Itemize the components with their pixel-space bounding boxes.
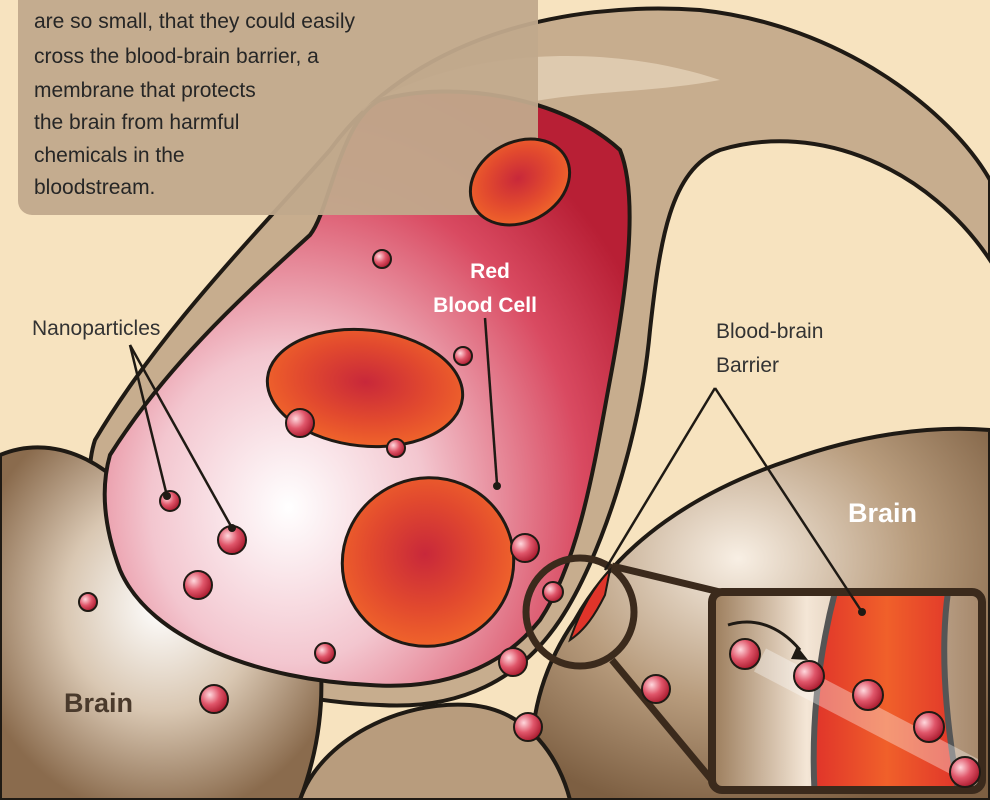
nanoparticle (454, 347, 472, 365)
caption-line-2: cross the blood-brain barrier, a (34, 45, 319, 68)
nanoparticle (373, 250, 391, 268)
nanoparticle (315, 643, 335, 663)
nanoparticle (514, 713, 542, 741)
caption-line-1: are so small, that they could easily (34, 10, 355, 33)
nanoparticle (79, 593, 97, 611)
caption-line-5: chemicals in the (34, 144, 185, 167)
leader-dot (493, 482, 501, 490)
nanoparticle (642, 675, 670, 703)
blood-brain-barrier-label-line-2: Barrier (716, 354, 779, 377)
nanoparticle (730, 639, 760, 669)
leader-dot (858, 608, 866, 616)
nanoparticle (184, 571, 212, 599)
nanoparticle (200, 685, 228, 713)
nanoparticle (543, 582, 563, 602)
caption-line-4: the brain from harmful (34, 111, 239, 134)
nanoparticle (914, 712, 944, 742)
leader-dot (163, 492, 171, 500)
caption-line-6: bloodstream. (34, 176, 155, 199)
nanoparticle (511, 534, 539, 562)
inset-zoom-box (712, 592, 990, 800)
nanoparticle (387, 439, 405, 457)
brain-label-right: Brain (848, 498, 917, 528)
nanoparticle (286, 409, 314, 437)
nanoparticle (853, 680, 883, 710)
red-blood-cell-label-line-2: Blood Cell (433, 294, 537, 317)
red-blood-cell-label-line-1: Red (470, 260, 510, 283)
nanoparticle (499, 648, 527, 676)
nanoparticle (950, 757, 980, 787)
nanoparticle (794, 661, 824, 691)
brain-label-left: Brain (64, 688, 133, 718)
caption-line-3: membrane that protects (34, 79, 256, 102)
nanoparticles-label: Nanoparticles (32, 317, 160, 340)
leader-dot (228, 524, 236, 532)
blood-brain-barrier-label-line-1: Blood-brain (716, 320, 823, 343)
